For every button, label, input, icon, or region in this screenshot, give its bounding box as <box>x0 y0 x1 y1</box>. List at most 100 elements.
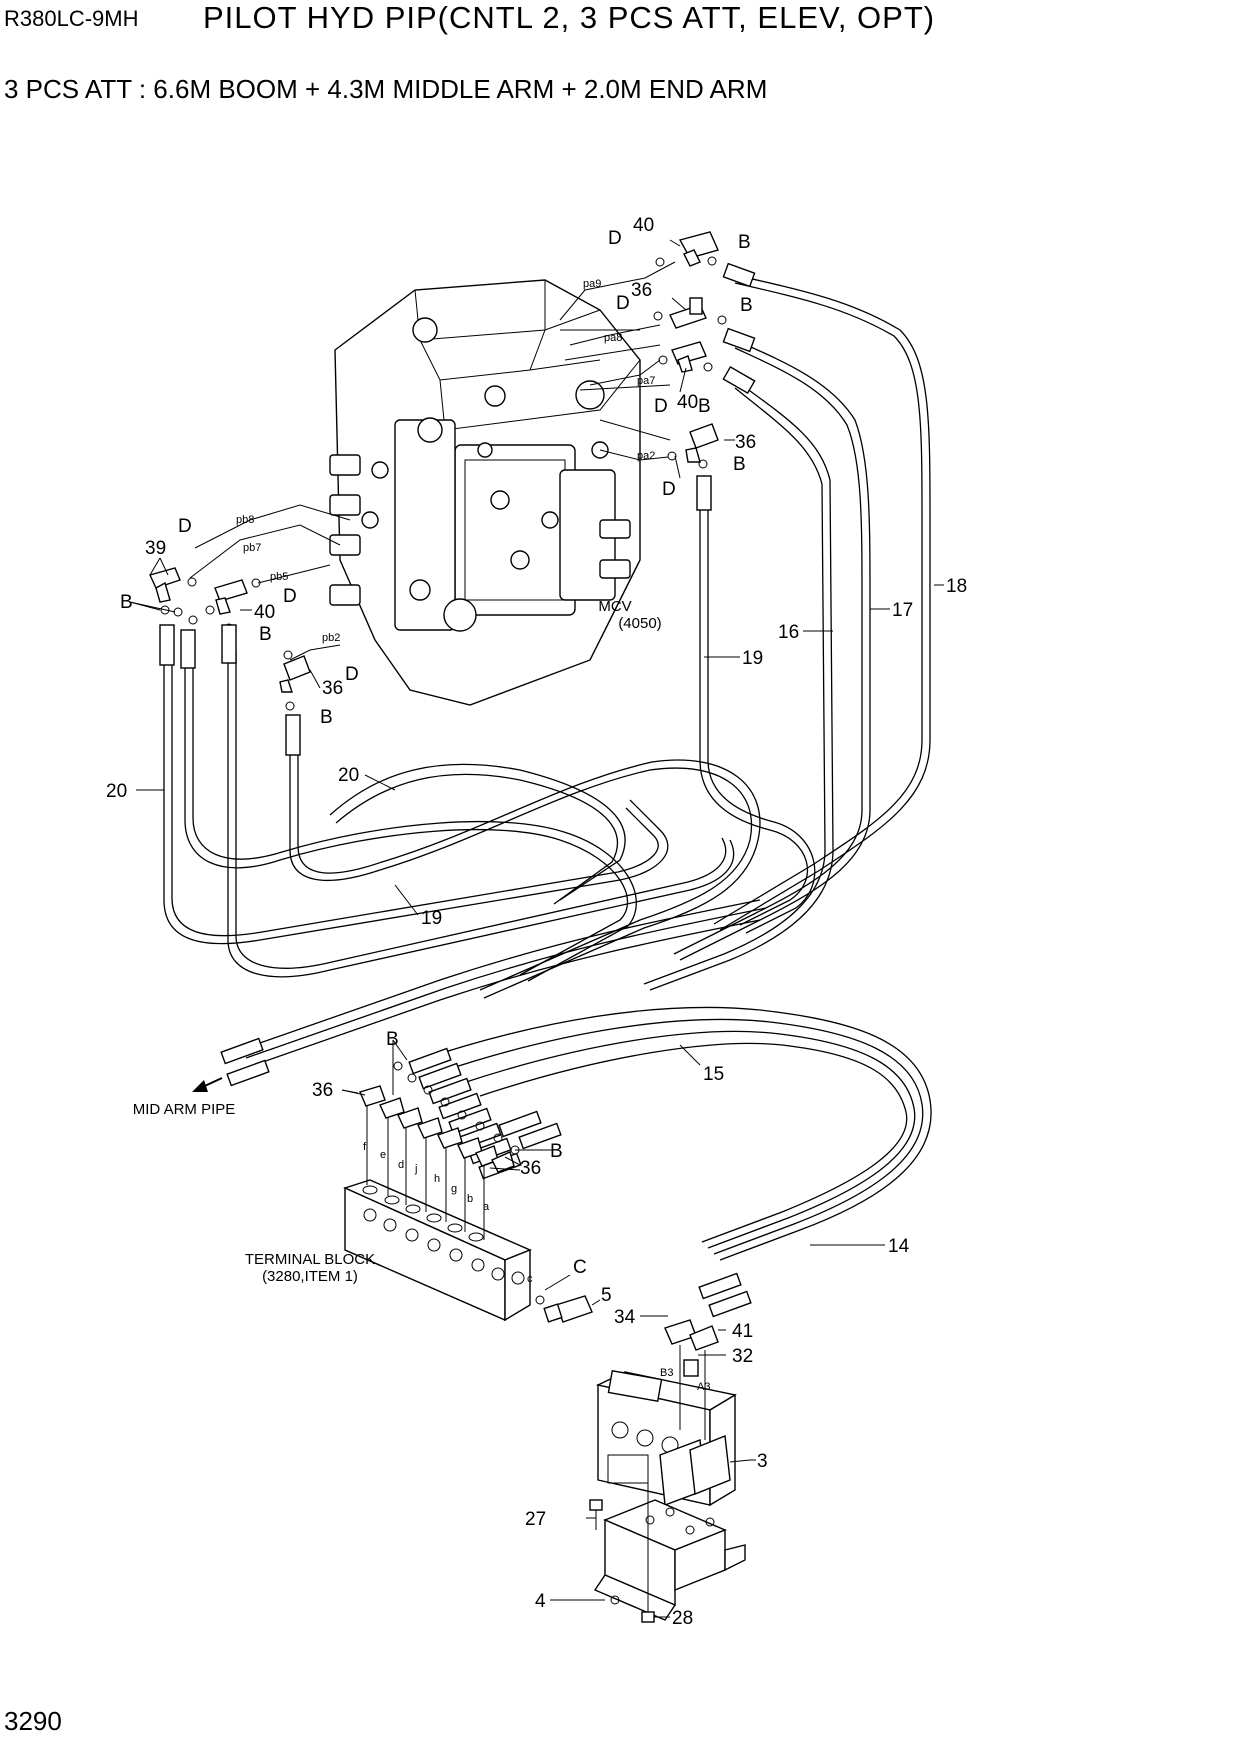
port-label-pa8: pa8 <box>604 332 622 344</box>
model-number: R380LC-9MH <box>4 6 139 31</box>
callout-32: 32 <box>732 1346 753 1367</box>
terminal-block-ref: (3280,ITEM 1) <box>262 1268 358 1285</box>
hose-20-mid <box>227 650 735 978</box>
letter-D-top-2: D <box>616 293 630 314</box>
solenoid-valve <box>595 1370 751 1507</box>
port-leaders <box>189 261 676 661</box>
tee-fitting-40-top <box>678 231 719 267</box>
hose-18 <box>713 274 931 931</box>
terminal-pins <box>366 1106 485 1240</box>
letter-B-right: B <box>733 454 746 475</box>
hose-20-left <box>163 660 669 945</box>
hose-end-fittings-left <box>159 624 301 756</box>
page-subtitle: 3 PCS ATT : 6.6M BOOM + 4.3M MIDDLE ARM … <box>4 74 768 104</box>
letter-D-mid: D <box>654 396 668 417</box>
terminal-block <box>343 1179 532 1322</box>
o-rings-top <box>653 256 727 469</box>
mid-arm-arrow <box>192 1077 223 1092</box>
letter-D-right: D <box>662 479 676 500</box>
tee-fitting-40-mid <box>671 341 707 373</box>
tee-fitting-40-left <box>214 579 248 615</box>
elbow-34-and-41 <box>664 1319 719 1377</box>
callout-36-terminal-left: 36 <box>312 1080 333 1101</box>
bolt-27 <box>589 1499 603 1530</box>
terminal-elbow-fittings <box>359 1085 515 1173</box>
callout-39: 39 <box>145 538 166 559</box>
mcv-ref: (4050) <box>618 615 661 632</box>
hose-15-bundle <box>419 1006 932 1261</box>
mcv-body <box>329 279 671 706</box>
callout-36-right: 36 <box>735 432 756 453</box>
callout-41: 41 <box>732 1321 753 1342</box>
pin-label-e: e <box>380 1149 386 1161</box>
pin-label-c: c <box>527 1273 533 1285</box>
hose-16 <box>643 379 834 991</box>
callout-leaders <box>129 239 944 1618</box>
mcv-label: MCV <box>598 598 631 615</box>
hose-19-right <box>699 500 816 934</box>
callout-16: 16 <box>778 622 799 643</box>
letter-D-top-1: D <box>608 228 622 249</box>
pressure-switch <box>543 1295 593 1323</box>
letter-D-left-1: D <box>178 516 192 537</box>
letter-B-terminal-top: B <box>386 1029 399 1050</box>
letter-B-left-2: B <box>259 624 272 645</box>
callout-14: 14 <box>888 1236 910 1257</box>
callout-40-mid: 40 <box>677 392 698 413</box>
o-rings-terminal <box>393 1061 545 1305</box>
port-label-pa7: pa7 <box>637 375 655 387</box>
hose-lower-mid <box>289 720 761 999</box>
port-label-A3: A3 <box>697 1381 710 1393</box>
callout-20-mid: 20 <box>338 765 359 786</box>
port-label-pa2: pa2 <box>637 450 655 462</box>
elbow-fitting-36-top <box>669 297 707 329</box>
callout-18: 18 <box>946 576 967 597</box>
pin-label-f: f <box>363 1141 367 1153</box>
callout-4: 4 <box>535 1591 546 1612</box>
callout-19-mid: 19 <box>421 908 442 929</box>
tee-fitting-39 <box>149 567 181 603</box>
page-title: PILOT HYD PIP(CNTL 2, 3 PCS ATT, ELEV, O… <box>203 0 936 35</box>
hose-end-fittings-mid-arm <box>220 1037 270 1087</box>
elbow-fitting-36-left <box>279 655 311 693</box>
callout-17: 17 <box>892 600 913 621</box>
callout-5: 5 <box>601 1285 612 1306</box>
bracket <box>593 1499 746 1621</box>
valve-leaders <box>679 1345 706 1440</box>
hose-end-fittings-top <box>696 262 756 511</box>
callout-40-top: 40 <box>633 215 654 236</box>
letter-B-left-1: B <box>120 592 133 613</box>
callout-34: 34 <box>614 1307 636 1328</box>
callout-20-left: 20 <box>106 781 127 802</box>
port-label-pa9: pa9 <box>583 278 601 290</box>
callout-19-right: 19 <box>742 648 763 669</box>
callout-36-left: 36 <box>322 678 343 699</box>
pin-label-d: d <box>398 1159 404 1171</box>
terminal-block-label: TERMINAL BLOCK <box>245 1251 375 1268</box>
callout-3: 3 <box>757 1451 768 1472</box>
pin-label-j: j <box>414 1163 417 1175</box>
hose-17 <box>673 339 871 961</box>
hose-to-mid-arm <box>239 899 767 1071</box>
callout-28: 28 <box>672 1608 693 1629</box>
page-number: 3290 <box>4 1706 62 1736</box>
callout-40-left: 40 <box>254 602 275 623</box>
port-label-pb8: pb8 <box>236 514 254 526</box>
callout-36-top: 36 <box>631 280 652 301</box>
mid-arm-pipe-label: MID ARM PIPE <box>133 1101 236 1118</box>
port-label-pb7: pb7 <box>243 542 261 554</box>
hose-loop-top <box>329 763 626 905</box>
letter-B-left-3: B <box>320 707 333 728</box>
letter-B-mid: B <box>698 396 711 417</box>
letter-B-top-1: B <box>738 232 751 253</box>
pin-label-g: g <box>451 1183 457 1195</box>
letter-C: C <box>573 1257 587 1278</box>
pin-label-h: h <box>434 1173 440 1185</box>
port-label-B3: B3 <box>660 1367 673 1379</box>
port-label-pb5: pb5 <box>270 571 288 583</box>
hose-end-fittings-14 <box>698 1272 752 1318</box>
letter-B-terminal-right: B <box>550 1141 563 1162</box>
letter-B-top-2: B <box>740 295 753 316</box>
letter-D-left-2: D <box>283 586 297 607</box>
